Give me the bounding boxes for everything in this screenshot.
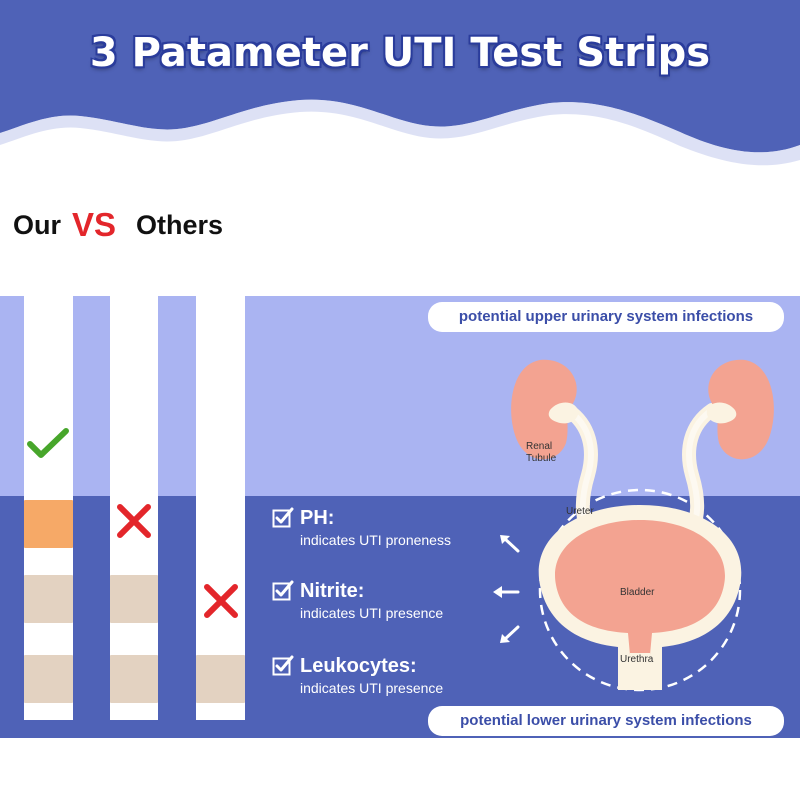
header-banner [0,0,800,166]
ours-label: Our [13,210,62,240]
check-icon [27,428,69,458]
cross-icon [117,504,151,538]
checkbox-icon [272,655,294,676]
leukocytes-pad [196,655,245,703]
ph-title: PH: [300,507,335,529]
leukocytes-title: Leukocytes: [300,655,417,677]
urinary-system-illustration [511,359,774,692]
others-label: Others [136,210,224,240]
nitrite-title: Nitrite: [300,580,365,602]
nitrite-pad [110,575,158,623]
arrow-icon [493,586,520,598]
leukocytes-pad [110,655,158,703]
nitrite-description: indicates UTI presence [300,605,444,621]
checkbox-icon [272,507,294,528]
lower-infection-label: potential lower urinary system infection… [428,706,784,736]
bladder-label: Bladder [620,587,655,598]
arrow-icon [500,535,520,553]
renal-tubule-label: Renal Tubule [526,441,557,464]
checkbox-icon [272,580,294,601]
cross-icon [204,584,238,618]
arrow-icon [500,625,520,643]
ph-pad [24,500,73,548]
leukocytes-pad [24,655,73,703]
leukocytes-description: indicates UTI presence [300,680,444,696]
nitrite-pad [24,575,73,623]
ureter-label: Ureter [566,506,594,517]
urethra-label: Urethra [620,654,654,665]
other-test-strip-2 [196,295,245,720]
ph-description: indicates UTI proneness [300,532,451,548]
page-title: 3 Patameter UTI Test Strips [89,30,711,76]
upper-infection-label: potential upper urinary system infection… [428,302,784,332]
vs-label: VS [72,206,117,243]
